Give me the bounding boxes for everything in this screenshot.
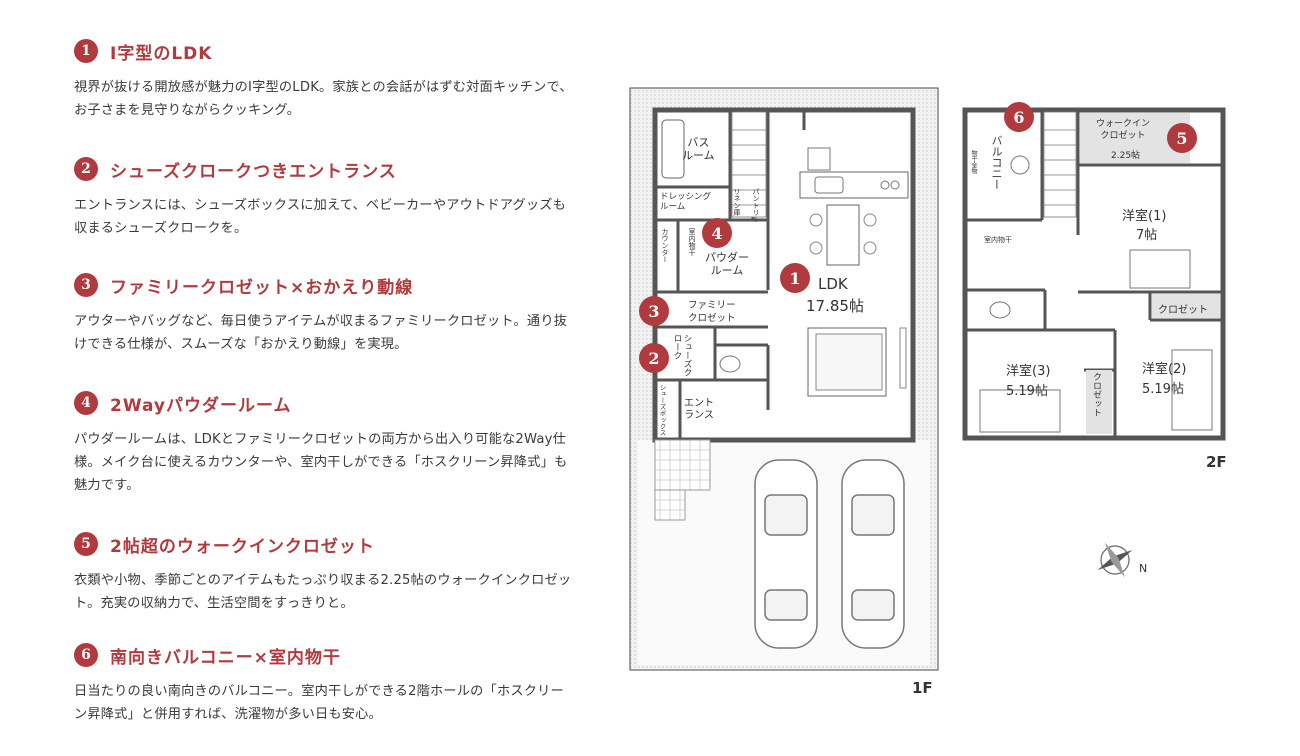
stairs-1f: [731, 111, 767, 218]
closet-area: [1152, 294, 1220, 318]
feature-title: I字型のLDK: [110, 43, 213, 64]
entrance-steps: [654, 489, 686, 521]
feature-title: 南向きバルコニー×室内物干: [110, 647, 341, 668]
tv-board: [899, 327, 907, 389]
feature-number-badge: 3: [74, 273, 98, 297]
feature-3: 3 ファミリークロゼット×おかえり動線 アウターやバッグなど、毎日使うアイテムが…: [74, 270, 574, 356]
feature-description: 衣類や小物、季節ごとのアイテムもたっぷり収まる2.25帖のウォークインクロゼット…: [74, 573, 572, 611]
feature-6: 6 南向きバルコニー×室内物干 日当たりの良い南向きのバルコニー。室内干しができ…: [74, 640, 574, 726]
feature-description: 日当たりの良い南向きのバルコニー。室内干しができる2階ホールの「ホスクリーン昇降…: [74, 684, 564, 722]
feature-head: 5 2帖超のウォークインクロゼット: [74, 529, 574, 559]
feature-number-badge: 2: [74, 157, 98, 181]
walkin-closet-area: [1080, 113, 1190, 163]
feature-2: 2 シューズクロークつきエントランス エントランスには、シューズボックスに加えて…: [74, 154, 574, 240]
feature-head: 6 南向きバルコニー×室内物干: [74, 640, 574, 670]
feature-description: 視界が抜ける開放感が魅力のI字型のLDK。家族との会話がはずむ対面キッチンで、お…: [74, 80, 573, 118]
floor-2f: [962, 107, 1226, 441]
feature-5: 5 2帖超のウォークインクロゼット 衣類や小物、季節ごとのアイテムもたっぷり収ま…: [74, 529, 574, 615]
feature-title: シューズクロークつきエントランス: [110, 161, 397, 182]
toilet-2f: [989, 301, 1011, 319]
feature-head: 1 I字型のLDK: [74, 36, 574, 66]
feature-number-badge: 4: [74, 391, 98, 415]
feature-number-badge: 1: [74, 39, 98, 63]
stove: [880, 180, 890, 190]
compass: N: [1097, 542, 1147, 578]
feature-number-badge: 5: [74, 532, 98, 556]
feature-1: 1 I字型のLDK 視界が抜ける開放感が魅力のI字型のLDK。家族との会話がはず…: [74, 36, 574, 122]
compass-label: N: [1139, 562, 1147, 575]
sofa-seat: [815, 333, 883, 391]
floor-plan: N: [629, 87, 1226, 671]
feature-head: 3 ファミリークロゼット×おかえり動線: [74, 270, 574, 300]
bed-room1: [1129, 249, 1191, 289]
interior-walls-2f: [965, 110, 1223, 438]
entrance-steps: [654, 439, 711, 491]
dining-chairs: [809, 213, 877, 255]
stove: [890, 180, 900, 190]
bed-room3: [979, 389, 1061, 433]
feature-description: エントランスには、シューズボックスに加えて、ベビーカーやアウトドアグッズも収まる…: [74, 198, 567, 236]
feature-number-badge: 6: [74, 643, 98, 667]
sink: [814, 176, 844, 194]
parking-cars: [754, 459, 905, 649]
floor-1f: [629, 87, 939, 671]
feature-title: 2Wayパウダールーム: [110, 395, 292, 416]
closet-v-area: [1086, 370, 1112, 434]
bed-room2: [1171, 349, 1213, 431]
feature-4: 4 2Wayパウダールーム パウダールームは、LDKとファミリークロゼットの両方…: [74, 388, 574, 497]
feature-head: 2 シューズクロークつきエントランス: [74, 154, 574, 184]
balcony-table: [1010, 155, 1030, 175]
stairs-2f: [1043, 111, 1077, 218]
feature-description: パウダールームは、LDKとファミリークロゼットの両方から出入り可能な2Way仕様…: [74, 432, 568, 493]
feature-title: ファミリークロゼット×おかえり動線: [110, 277, 414, 298]
feature-description: アウターやバッグなど、毎日使うアイテムが収まるファミリークロゼット。通り抜けでき…: [74, 314, 568, 352]
fridge: [807, 147, 831, 171]
dining-table: [826, 204, 860, 266]
feature-head: 4 2Wayパウダールーム: [74, 388, 574, 418]
feature-title: 2帖超のウォークインクロゼット: [110, 536, 375, 557]
bathtub: [661, 119, 685, 179]
toilet: [719, 355, 741, 373]
